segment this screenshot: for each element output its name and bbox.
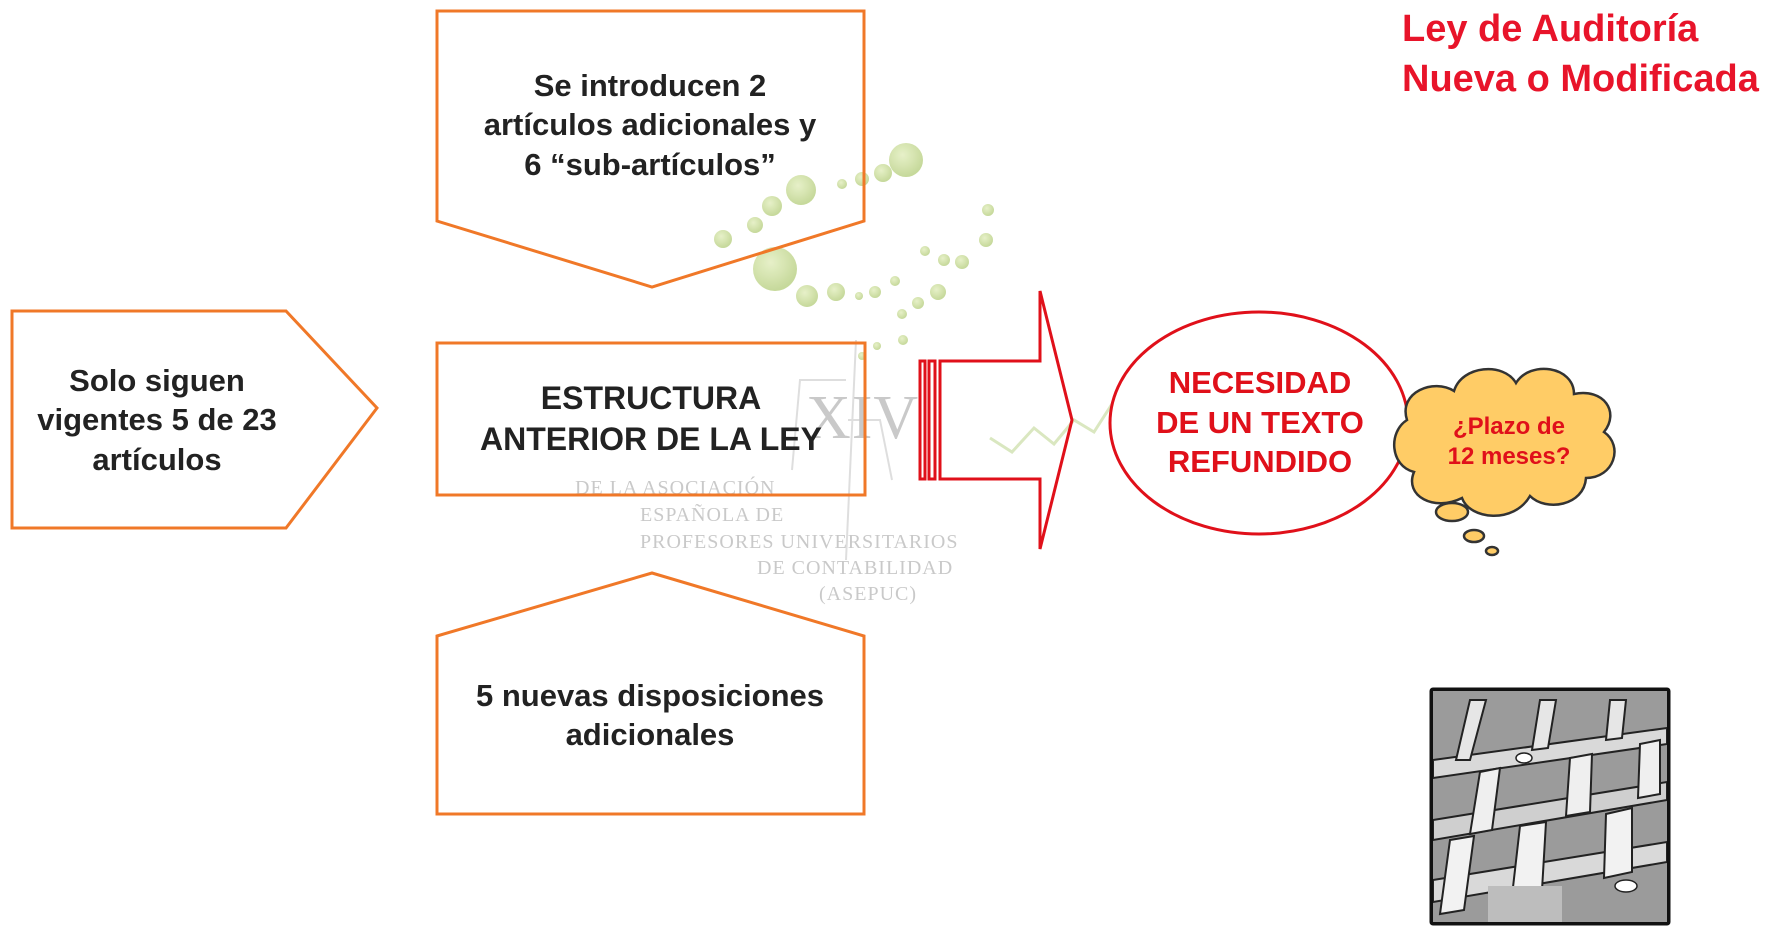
left-pentagon-text: Solo siguen vigentes 5 de 23 artículos	[37, 362, 277, 477]
thought-cloud-text: ¿Plazo de 12 meses?	[1447, 412, 1571, 470]
watermark-roman: XIV	[806, 384, 919, 452]
top-callout-shape	[435, 9, 866, 289]
watermark-line4: DE CONTABILIDAD	[757, 557, 953, 579]
thought-cloud-shape	[1393, 367, 1616, 557]
top-callout-text: Se introducen 2 artículos adicionales y …	[483, 67, 817, 182]
watermark-line3: PROFESORES UNIVERSITARIOS	[640, 531, 958, 553]
block-arrow-icon	[918, 290, 1074, 550]
left-pentagon-shape	[10, 309, 379, 530]
maze-icon	[1429, 687, 1671, 926]
slide-title: Ley de Auditoría Nueva o Modificada	[1402, 4, 1774, 104]
bottom-callout-shape	[435, 571, 866, 816]
center-box-text: ESTRUCTURA ANTERIOR DE LA LEY	[480, 380, 822, 457]
bottom-callout-text: 5 nuevas disposiciones adicionales	[475, 677, 825, 752]
ellipse-text: NECESIDAD DE UN TEXTO REFUNDIDO	[1156, 365, 1364, 480]
watermark-line5: (ASEPUC)	[819, 583, 917, 605]
slide-title-line1: Ley de Auditoría	[1402, 8, 1699, 50]
slide-title-line2: Nueva o Modificada	[1402, 58, 1759, 101]
center-box-shape	[435, 341, 867, 497]
watermark-line2: ESPAÑOLA DE	[640, 502, 784, 526]
